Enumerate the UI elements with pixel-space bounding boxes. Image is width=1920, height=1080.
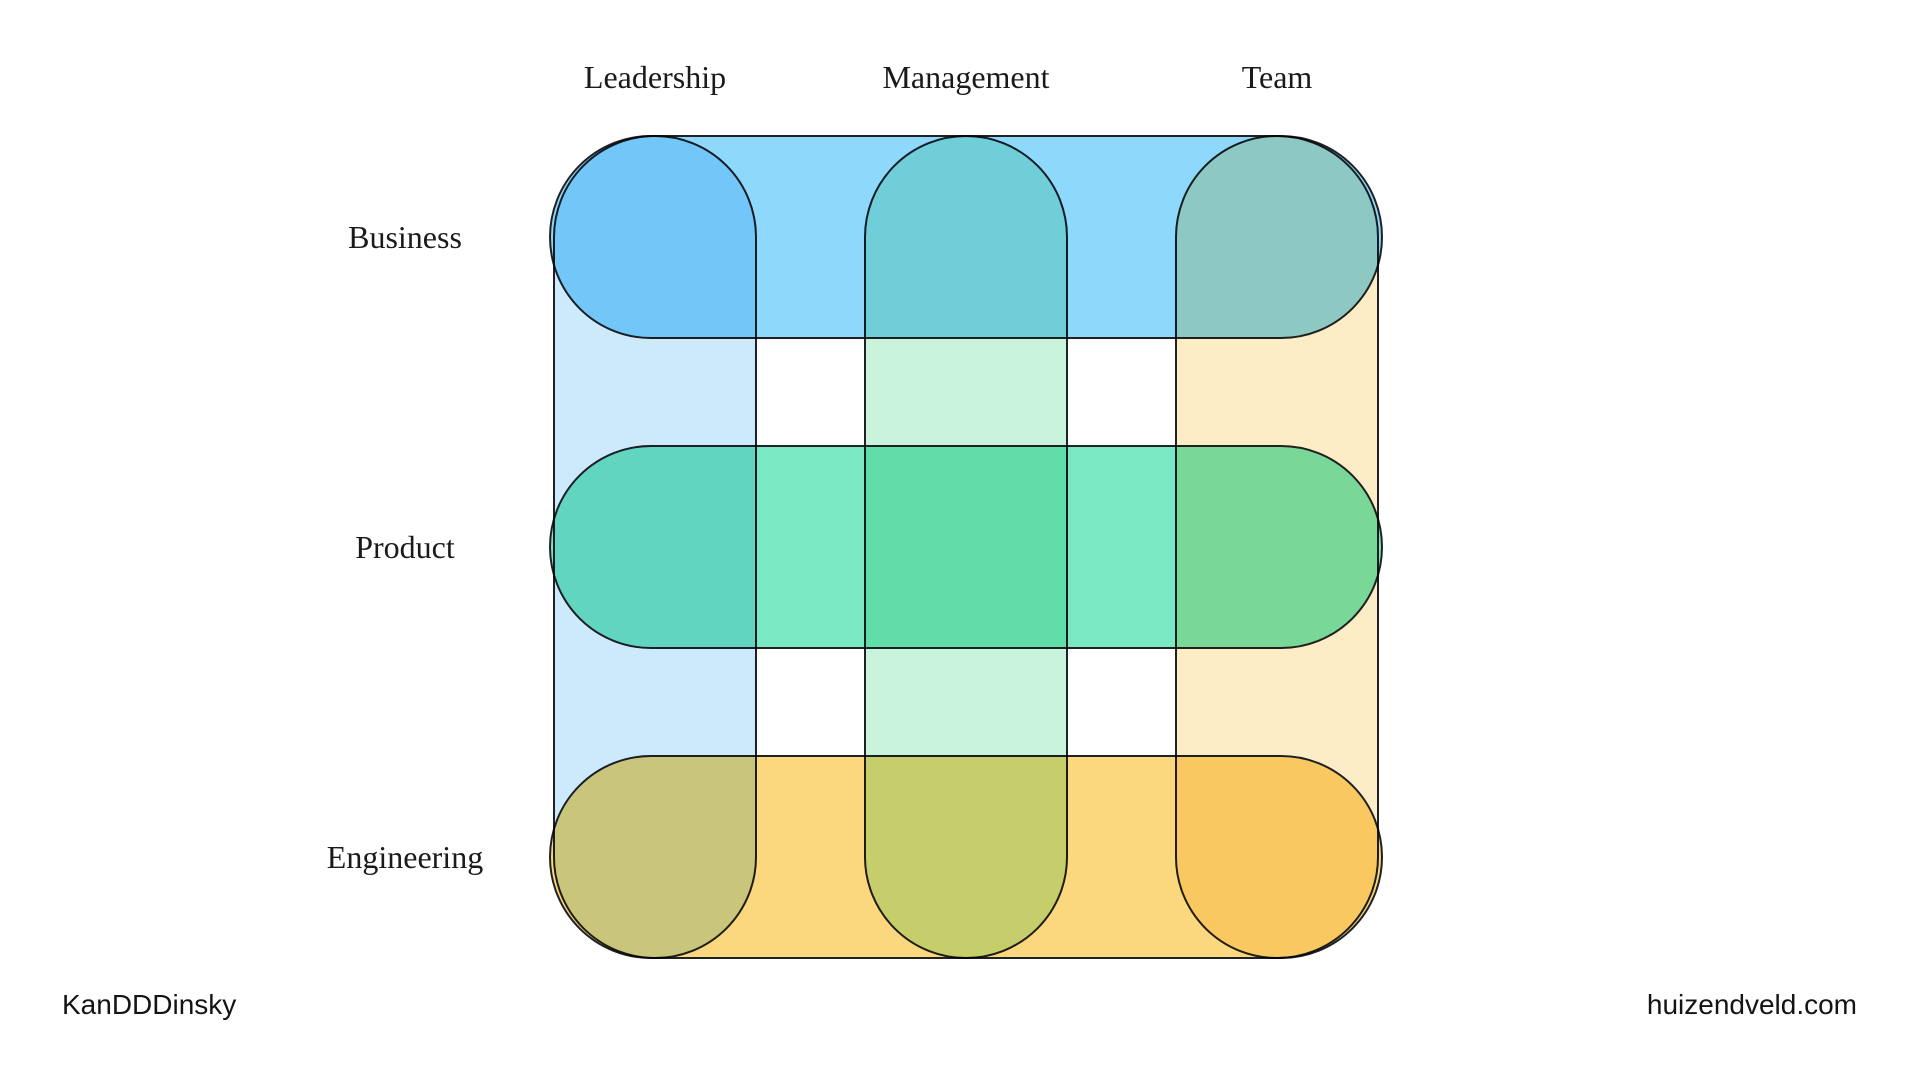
pill-shapes (549, 135, 1383, 959)
product-row-pill (549, 445, 1383, 649)
row-label-business: Business (348, 219, 462, 255)
engineering-row-pill (549, 755, 1383, 959)
column-header-team: Team (1241, 59, 1313, 95)
footer-website-credit: huizendveld.com (1646, 989, 1857, 1020)
row-label-engineering: Engineering (326, 839, 484, 875)
footer-event-credit: KanDDDinsky (62, 989, 237, 1020)
row-label-product: Product (355, 529, 455, 565)
column-header-leadership: Leadership (583, 59, 727, 95)
business-row-pill (549, 135, 1383, 339)
column-header-management: Management (882, 59, 1050, 95)
